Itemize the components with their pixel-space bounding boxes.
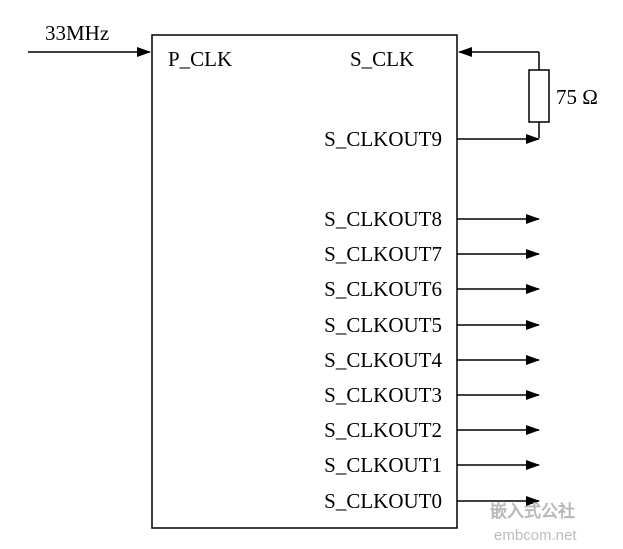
output-label: S_CLKOUT5 <box>324 313 442 337</box>
watermark-site: embcom.net <box>494 527 577 544</box>
chip-box <box>151 34 458 529</box>
output-label: S_CLKOUT4 <box>324 348 442 372</box>
output-label: S_CLKOUT6 <box>324 277 442 301</box>
output-group: S_CLKOUT8S_CLKOUT7S_CLKOUT6S_CLKOUT5S_CL… <box>324 207 540 513</box>
output-label: S_CLKOUT0 <box>324 489 442 513</box>
output-label: S_CLKOUT8 <box>324 207 442 231</box>
output-label: S_CLKOUT3 <box>324 383 442 407</box>
output-label: S_CLKOUT7 <box>324 242 442 266</box>
output-label: S_CLKOUT1 <box>324 453 442 477</box>
resistor-label: 75 Ω <box>556 85 598 109</box>
input-pin-label: P_CLK <box>168 47 232 71</box>
feedback-pin-label: S_CLK <box>350 47 414 71</box>
feedback-output-label: S_CLKOUT9 <box>324 127 442 151</box>
resistor <box>528 69 550 123</box>
input-signal-label: 33MHz <box>45 21 109 45</box>
watermark-chinese: 嵌入式公社 <box>490 501 575 522</box>
output-label: S_CLKOUT2 <box>324 418 442 442</box>
